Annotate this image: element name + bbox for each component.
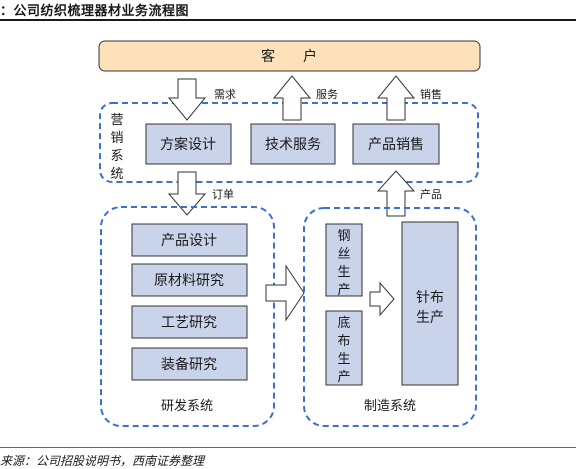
order-label: 订单 — [212, 188, 234, 201]
source-note: 来源：公司招股说明书，西南证券整理 — [0, 454, 205, 468]
base-cloth-production-box — [325, 310, 363, 386]
material-research-box — [131, 263, 248, 297]
tech-service-label: 技术服务 — [265, 137, 321, 153]
service-arrow — [272, 75, 312, 121]
bottom-rule — [0, 447, 576, 448]
wire-production-box — [325, 223, 363, 297]
marketing-label-char-1: 营 — [110, 113, 123, 128]
wire-production-char-1: 钢 — [337, 229, 350, 244]
marketing-system-container — [99, 102, 479, 183]
service-label: 服务 — [316, 88, 338, 101]
scheme-design-label: 方案设计 — [160, 136, 216, 153]
product-label: 产品 — [420, 187, 442, 201]
marketing-label-char-4: 统 — [110, 167, 123, 182]
to-card-clothing-arrow — [369, 281, 395, 317]
scheme-design-box — [145, 123, 232, 165]
rd-system-label: 研发系统 — [161, 398, 213, 414]
manufacturing-system-container — [303, 207, 477, 427]
marketing-label-char-2: 销 — [110, 131, 123, 146]
product-arrow — [376, 170, 416, 217]
process-research-label: 工艺研究 — [161, 315, 217, 331]
product-sales-label: 产品销售 — [368, 137, 424, 153]
wire-production-char-3: 生 — [337, 265, 350, 280]
base-cloth-char-3: 生 — [337, 352, 350, 367]
product-design-label: 产品设计 — [161, 233, 217, 249]
demand-arrow — [167, 78, 207, 121]
customer-box — [98, 40, 481, 72]
marketing-label-char-3: 系 — [110, 149, 123, 164]
order-arrow — [167, 171, 207, 216]
card-clothing-line-2: 生产 — [416, 310, 444, 326]
equipment-research-label: 装备研究 — [161, 356, 217, 373]
rd-to-manufacturing-arrow — [265, 264, 305, 322]
demand-label: 需求 — [214, 88, 236, 101]
card-clothing-line-1: 针布 — [416, 290, 444, 306]
sales-arrow — [376, 75, 416, 121]
rd-system-container — [100, 206, 275, 427]
base-cloth-char-2: 布 — [337, 334, 350, 349]
base-cloth-char-1: 底 — [337, 315, 350, 331]
top-rule — [0, 19, 576, 21]
process-research-box — [131, 305, 248, 339]
equipment-research-box — [131, 347, 248, 381]
wire-production-char-2: 丝 — [337, 247, 350, 262]
product-sales-box — [352, 123, 440, 165]
manufacturing-system-label: 制造系统 — [364, 399, 416, 414]
base-cloth-char-4: 产 — [337, 370, 350, 385]
wire-production-char-4: 产 — [337, 283, 350, 298]
sales-label: 销售 — [420, 87, 442, 101]
customer-label: 客 户 — [261, 48, 317, 65]
card-clothing-production-box — [401, 221, 459, 386]
tech-service-box — [250, 123, 336, 165]
material-research-label: 原材料研究 — [154, 273, 224, 289]
product-design-box — [131, 223, 248, 257]
figure-title: ：公司纺织梳理器材业务流程图 — [0, 4, 190, 19]
